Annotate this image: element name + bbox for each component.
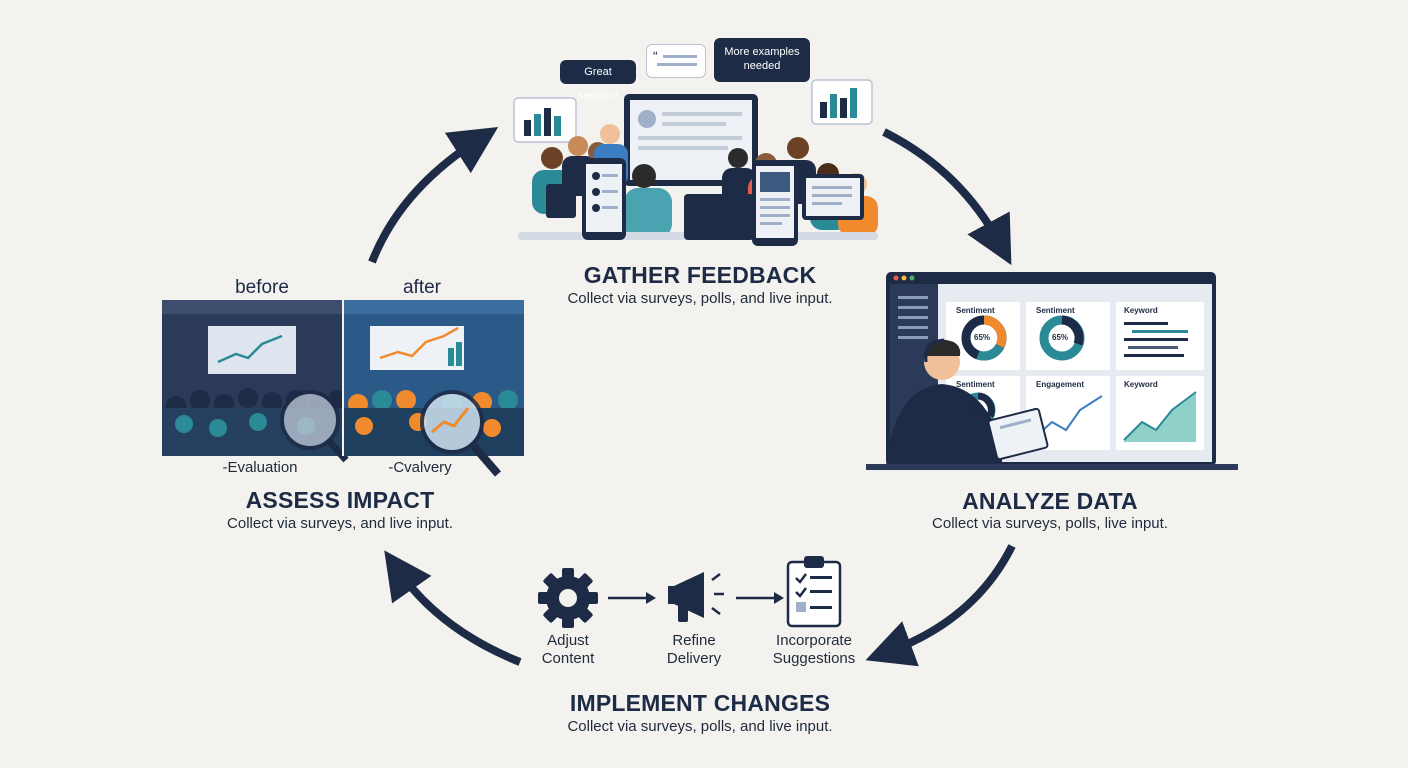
- audience-comparison-illustration: [162, 296, 524, 477]
- dashboard-card-title: Sentiment: [1036, 306, 1075, 315]
- analyze-data-title: ANALYZE DATA: [962, 488, 1138, 514]
- arrow-implement-to-assess: [384, 550, 522, 666]
- arrow-right-icon: [736, 592, 784, 604]
- analyze-data-subtitle: Collect via surveys, polls, live input.: [932, 515, 1168, 532]
- arrow-gather-to-analyze: [882, 128, 1012, 266]
- megaphone-icon: [660, 564, 730, 630]
- dashboard-card-title: Sentiment: [956, 380, 995, 389]
- arrow-analyze-to-implement: [865, 544, 1016, 667]
- bubble-text: Great session!: [577, 66, 619, 102]
- arrow-assess-to-gather: [368, 127, 499, 264]
- gear-icon: [536, 566, 600, 630]
- speech-bubble-more-examples: More examples needed: [714, 38, 810, 82]
- step-refine-delivery: Refine Delivery: [644, 632, 744, 668]
- step-label: Refine Delivery: [666, 632, 722, 667]
- quote-icon: “: [653, 48, 697, 66]
- implement-changes-title: IMPLEMENT CHANGES: [569, 690, 831, 716]
- gather-feedback-illustration: [508, 36, 888, 251]
- implement-changes-subtitle: Collect via surveys, polls, and live inp…: [567, 718, 833, 735]
- step-adjust-content: Adjust Content: [518, 632, 618, 668]
- speech-bubble-quote: “: [646, 44, 706, 78]
- gather-feedback-title: GATHER FEEDBACK: [583, 262, 817, 288]
- svg-text:“: “: [653, 48, 658, 64]
- after-label: after: [402, 277, 442, 298]
- after-caption: -Cvalvery: [388, 459, 452, 476]
- analytics-dashboard-illustration: [866, 272, 1238, 470]
- before-caption: -Evaluation: [222, 459, 298, 476]
- dashboard-card-title: Sentiment: [956, 306, 995, 315]
- checklist-icon: [784, 554, 844, 630]
- assess-impact-subtitle: Collect via surveys, and live input.: [227, 515, 453, 532]
- before-label: before: [235, 277, 289, 298]
- donut-value: 65%: [974, 333, 991, 342]
- team-meeting-illustration: [513, 79, 878, 246]
- bubble-text: More examples needed: [724, 46, 800, 72]
- before-after-comparison: [162, 296, 526, 484]
- step-label: Adjust Content: [541, 632, 595, 667]
- analyze-data-illustration: Sentiment Sentiment Keyword Sentiment En…: [866, 270, 1238, 476]
- dashboard-card-title: Keyword: [1124, 380, 1158, 389]
- donut-value: 5%: [970, 405, 982, 414]
- step-incorporate-suggestions: Incorporate Suggestions: [758, 632, 870, 668]
- donut-value: 65%: [1052, 333, 1069, 342]
- assess-impact-title: ASSESS IMPACT: [245, 487, 435, 513]
- arrow-right-icon: [608, 592, 656, 604]
- dashboard-card-title: Keyword: [1124, 306, 1158, 315]
- speech-bubble-great-session: Great session!: [560, 60, 636, 102]
- step-label: Incorporate Suggestions: [772, 632, 856, 667]
- gather-feedback-subtitle: Collect via surveys, polls, and live inp…: [567, 290, 833, 307]
- dashboard-card-title: Engagement: [1036, 380, 1085, 389]
